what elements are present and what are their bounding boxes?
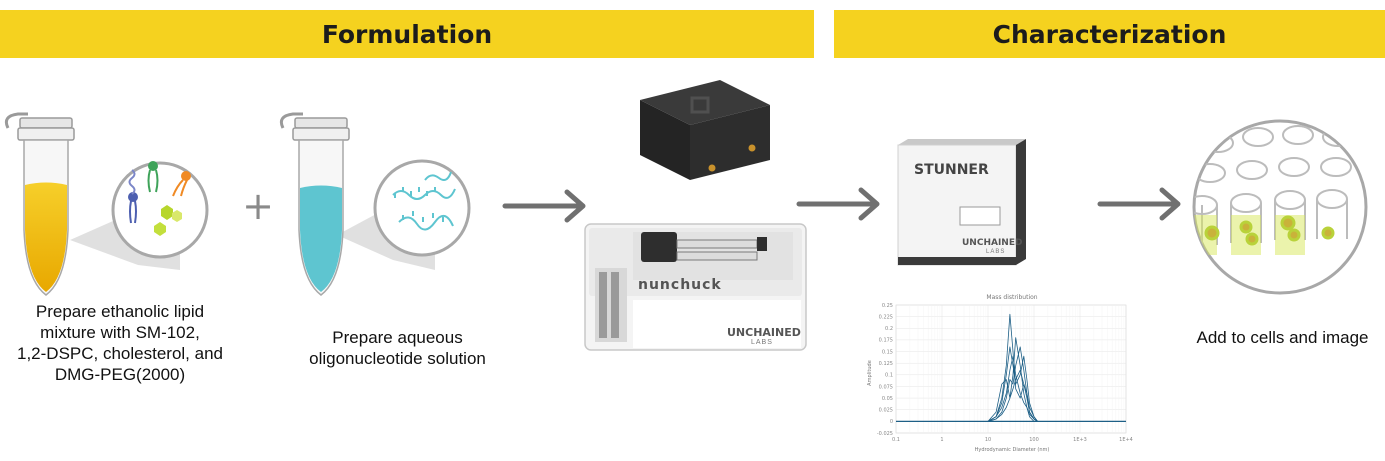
nunchuck-maker-sub: LABS — [751, 339, 773, 346]
formulation-banner: Formulation — [0, 10, 814, 58]
arrow-right-icon — [502, 189, 586, 223]
aqueous-liquid — [300, 185, 342, 292]
chart-x-tick-label: 1E+4 — [1119, 437, 1133, 443]
arrow-right-icon — [796, 187, 880, 221]
chart-x-tick-label: 0.1 — [892, 437, 900, 443]
nunchuck-chip-illustration — [640, 80, 770, 180]
chart-x-axis-label: Hydrodynamic Diameter (nm) — [975, 447, 1050, 453]
chart-y-tick-label: 0.25 — [882, 303, 893, 309]
aqueous-caption-line: Prepare aqueous — [332, 328, 463, 347]
chart-x-tick-label: 100 — [1029, 437, 1039, 443]
characterization-title: Characterization — [992, 19, 1227, 49]
stunner-brand-label: STUNNER — [914, 162, 989, 178]
nunchuck-instrument — [584, 223, 807, 351]
chart-y-tick-label: 0.2 — [885, 326, 893, 332]
well-plate — [1194, 125, 1354, 255]
tube-cap-hinge — [4, 112, 28, 129]
nunchuck-maker-label: UNCHAINED — [727, 326, 801, 339]
chart-y-tick-label: 0.175 — [879, 338, 893, 344]
lipid-tube-illustration — [4, 112, 209, 296]
stunner-maker-sub: LABS — [986, 249, 1006, 255]
chart-y-tick-label: 0.1 — [885, 373, 893, 379]
lipid-caption: Prepare ethanolic lipid mixture with SM-… — [0, 301, 240, 385]
chart-title: Mass distribution — [986, 294, 1037, 301]
cell-plate-illustration — [1192, 119, 1368, 295]
lipid-caption-line: 1,2-DSPC, cholesterol, and — [17, 344, 223, 363]
aqueous-caption: Prepare aqueous oligonucleotide solution — [295, 327, 500, 369]
mass-distribution-chart: Mass distribution Hydrodynamic Diameter … — [867, 294, 1133, 453]
lipid-caption-line: DMG-PEG(2000) — [54, 365, 186, 384]
image-caption: Add to cells and image — [1196, 328, 1369, 347]
chart-x-tick-label: 1 — [940, 437, 943, 443]
lipid-caption-line: mixture with SM-102, — [40, 323, 200, 342]
stunner-maker-label: UNCHAINED — [962, 238, 1023, 248]
chart-y-tick-label: 0.075 — [879, 384, 893, 390]
chart-series-line — [987, 313, 1038, 422]
chart-series-line — [987, 346, 1038, 422]
formulation-title: Formulation — [321, 19, 493, 49]
nunchuck-brand-label: nunchuck — [638, 277, 722, 293]
chart-y-tick-label: 0.025 — [879, 408, 893, 414]
chart-series-line — [987, 355, 1038, 422]
stunner-instrument — [897, 139, 1026, 266]
lipid-zoom-circle — [111, 161, 209, 259]
chart-x-tick-label: 1E+3 — [1073, 437, 1087, 443]
arrow-right-icon — [1097, 187, 1181, 221]
lipid-liquid — [25, 182, 67, 292]
chart-y-tick-label: 0.15 — [882, 349, 893, 355]
characterization-banner: Characterization — [834, 10, 1385, 58]
chart-y-tick-label: -0.025 — [877, 431, 893, 437]
oligonucleotide-strands — [392, 171, 456, 231]
aqueous-tube-illustration — [279, 112, 471, 296]
lipid-molecules — [128, 161, 191, 236]
plus-icon: + — [242, 184, 274, 228]
aqueous-caption-line: oligonucleotide solution — [309, 349, 486, 368]
tube-cap — [294, 117, 348, 129]
lipid-caption-line: Prepare ethanolic lipid — [35, 302, 205, 321]
chart-y-axis-label: Amplitude — [867, 360, 873, 386]
cells — [1204, 215, 1335, 246]
chart-x-tick-label: 10 — [985, 437, 991, 443]
chart-series-line — [987, 369, 1038, 422]
chart-y-tick-label: 0.05 — [882, 396, 893, 402]
tube-cap — [19, 117, 73, 129]
aqueous-zoom-circle — [373, 159, 471, 257]
chart-y-tick-label: 0.125 — [879, 361, 893, 367]
chart-series-line — [987, 337, 1038, 422]
chart-y-tick-label: 0.225 — [879, 314, 893, 320]
chart-y-tick-label: 0 — [890, 419, 893, 425]
